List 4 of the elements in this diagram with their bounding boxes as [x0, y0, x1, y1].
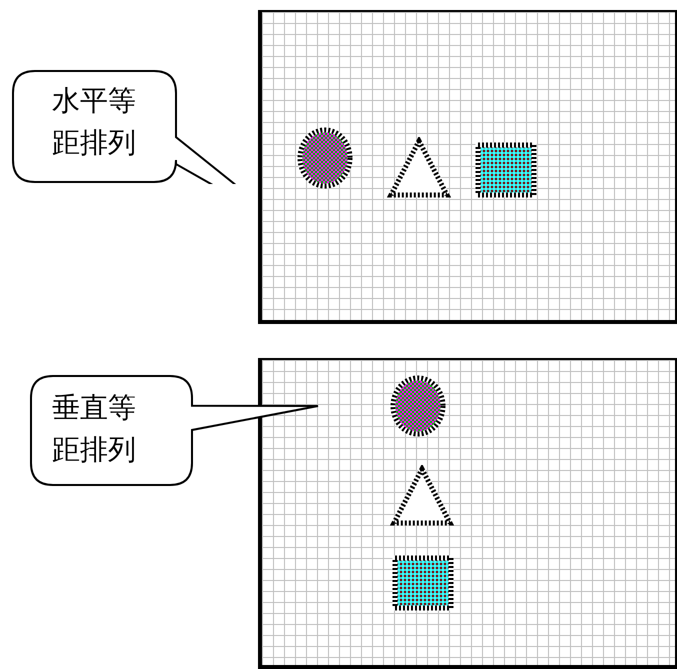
grid-panel — [258, 10, 677, 324]
callout-text: 垂直等距排列 — [52, 390, 137, 468]
callout-text: 水平等距排列 — [52, 83, 137, 161]
grid-panel — [258, 358, 677, 669]
